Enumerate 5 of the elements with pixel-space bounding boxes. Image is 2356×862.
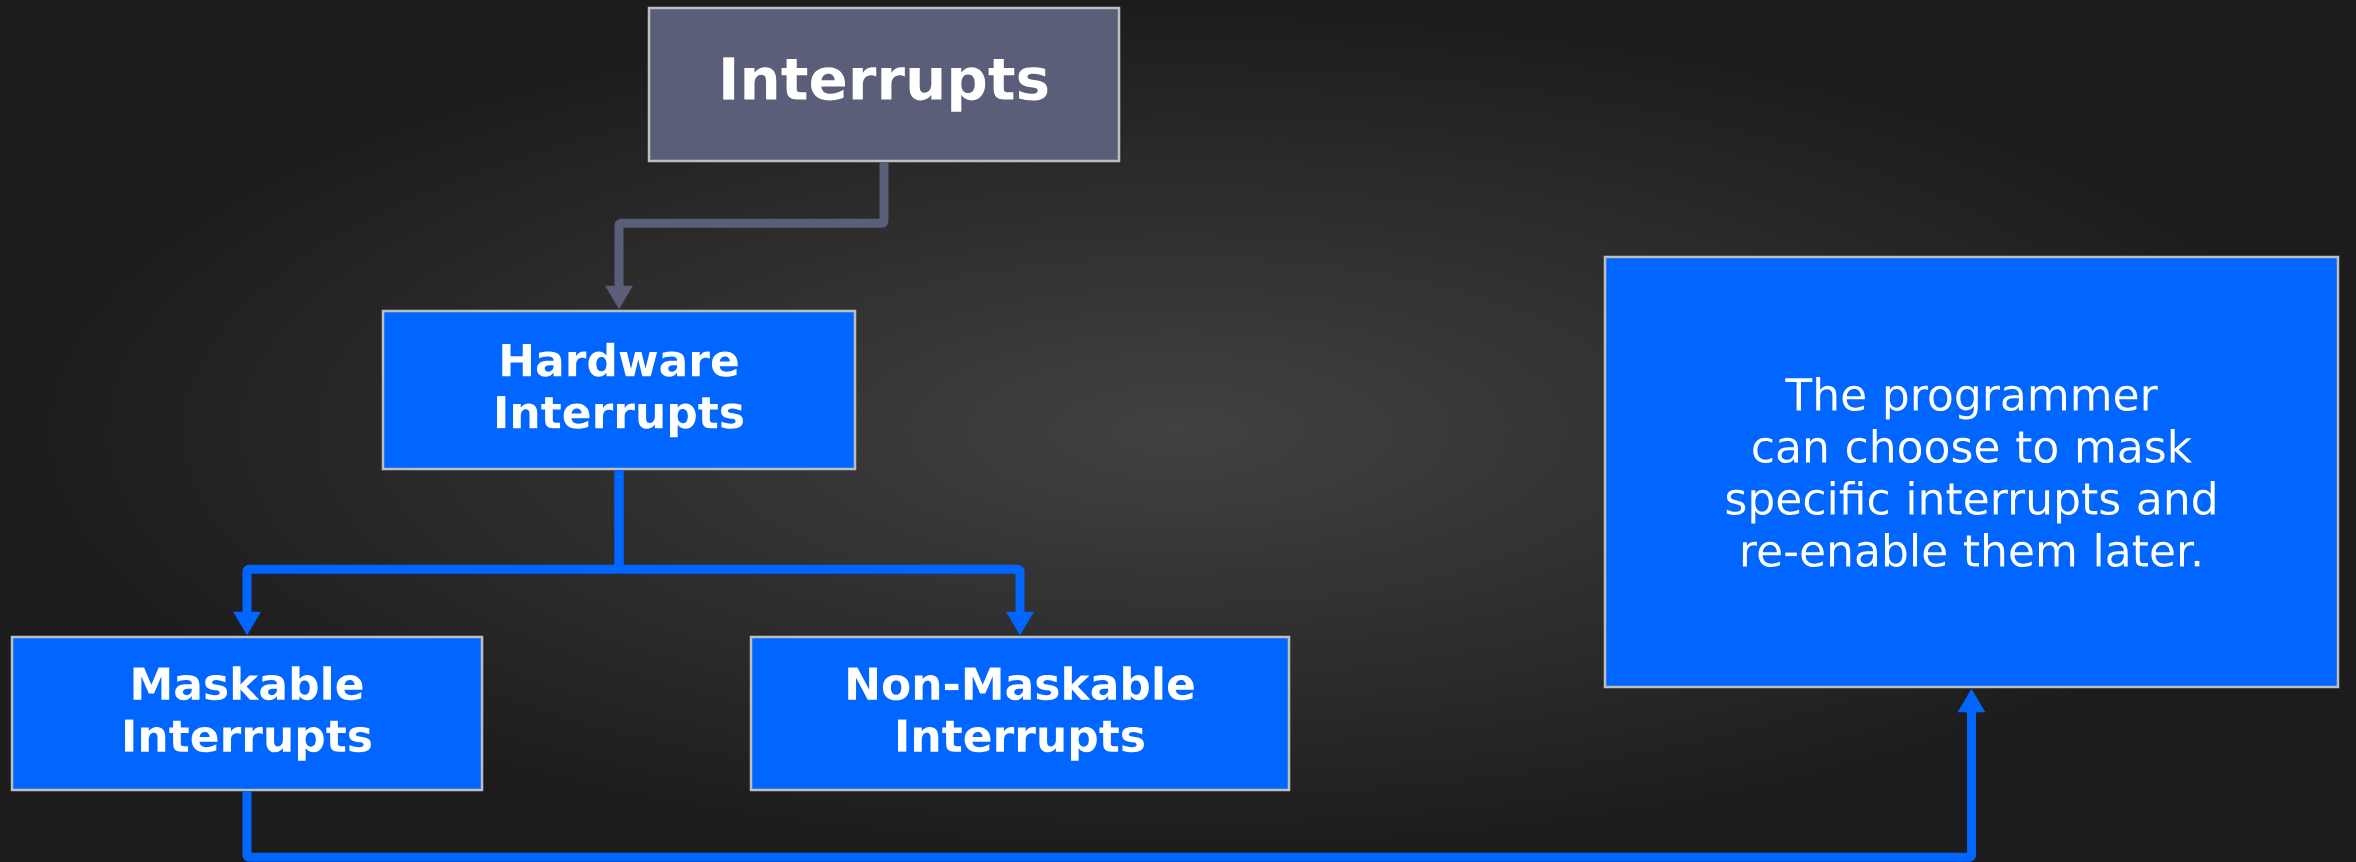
note-box: The programmer can choose to mask specific interrupts and re-enable them later. xyxy=(1603,255,2340,689)
category-box: Maskable Interrupts xyxy=(10,635,484,792)
category-box: Hardware Interrupts xyxy=(381,309,857,471)
title-box: Interrupts xyxy=(647,6,1121,163)
category-box: Non-Maskable Interrupts xyxy=(749,635,1291,792)
